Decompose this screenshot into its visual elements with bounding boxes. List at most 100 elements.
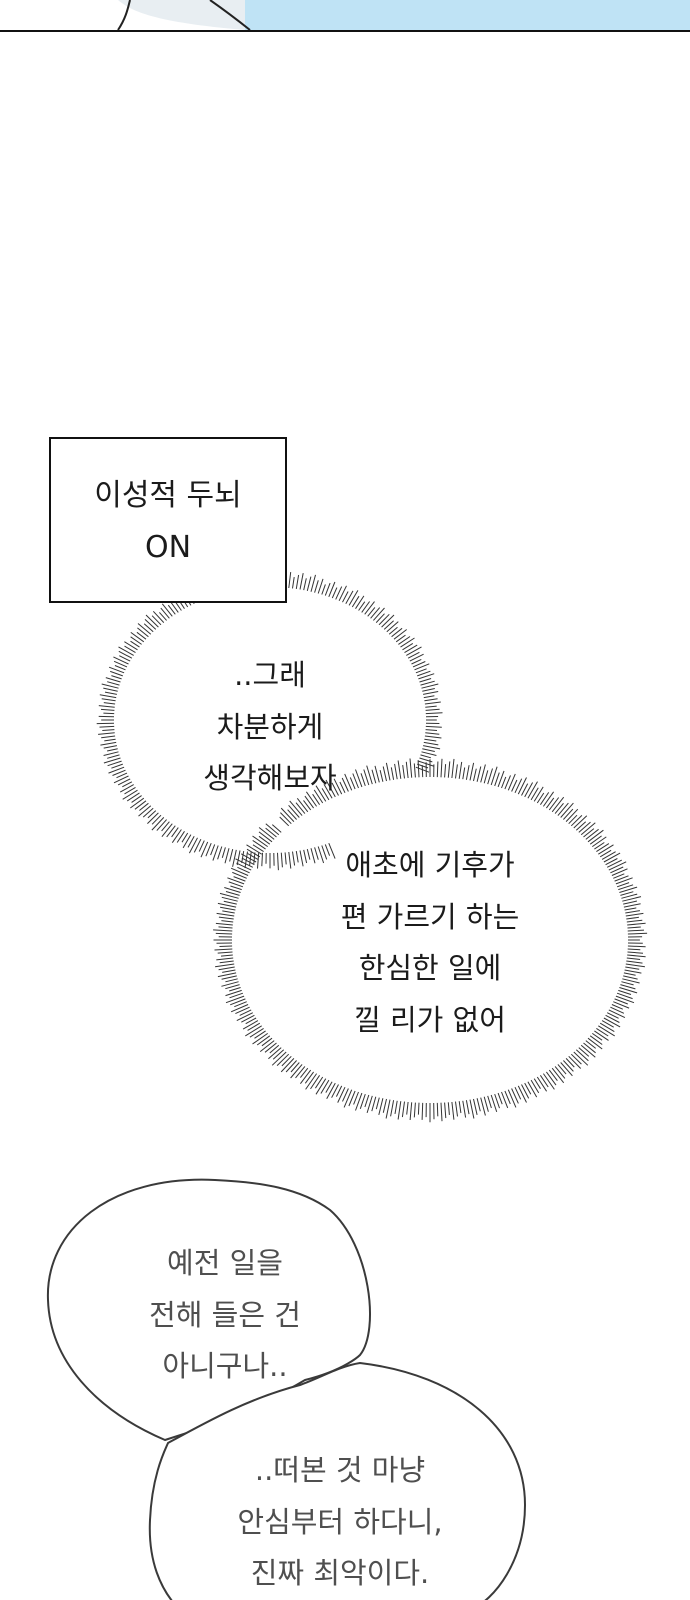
- hatch-stroke: [554, 802, 564, 814]
- hatch-stroke: [440, 1102, 443, 1122]
- hatch-stroke: [366, 1095, 373, 1114]
- hatch-stroke: [585, 828, 599, 840]
- hatch-stroke: [360, 773, 366, 787]
- thought-line: ..그래: [234, 658, 306, 692]
- hatch-stroke: [619, 886, 638, 893]
- hatch-stroke: [147, 810, 157, 819]
- hatch-stroke: [239, 1009, 252, 1016]
- hatch-stroke: [252, 1032, 268, 1045]
- hatch-stroke: [317, 846, 325, 864]
- hatch-stroke: [557, 802, 569, 816]
- hatch-stroke: [245, 1025, 262, 1037]
- hatch-stroke: [215, 932, 233, 935]
- hatch-stroke: [616, 992, 633, 1000]
- hatch-stroke: [139, 802, 149, 811]
- narration-text: 이성적 두뇌 ON: [49, 470, 287, 573]
- hatch-stroke: [570, 1053, 582, 1065]
- hatch-stroke: [292, 851, 296, 866]
- hatch-stroke: [625, 966, 640, 970]
- hatch-stroke: [575, 821, 587, 831]
- hatch-stroke: [626, 957, 641, 960]
- hatch-stroke: [451, 758, 455, 779]
- hatch-stroke: [626, 919, 643, 923]
- hatch-stroke: [254, 1030, 266, 1039]
- speech-line: 예전 일을: [167, 1246, 283, 1280]
- hatch-stroke: [225, 989, 242, 997]
- hatch-stroke: [530, 787, 539, 801]
- hatch-stroke: [280, 812, 292, 825]
- hatch-stroke: [304, 795, 315, 809]
- hatch-stroke: [328, 843, 336, 859]
- hatch-stroke: [611, 1004, 623, 1010]
- hatch-stroke: [436, 1102, 439, 1117]
- hatch-stroke: [303, 578, 307, 591]
- hatch-stroke: [603, 1017, 621, 1028]
- hatch-stroke: [420, 680, 435, 686]
- hatch-stroke: [321, 845, 328, 860]
- hatch-stroke: [422, 688, 435, 692]
- hatch-stroke: [134, 800, 147, 810]
- hatch-stroke: [364, 1094, 370, 1108]
- hatch-stroke: [325, 1081, 333, 1093]
- hatch-stroke: [476, 766, 482, 782]
- hatch-stroke: [227, 877, 245, 885]
- hatch-stroke: [391, 627, 403, 638]
- hatch-stroke: [213, 929, 233, 932]
- hatch-stroke: [589, 835, 602, 845]
- hatch-stroke: [111, 763, 123, 769]
- hatch-stroke: [497, 770, 505, 788]
- hatch-stroke: [406, 1101, 409, 1115]
- hatch-stroke: [338, 585, 347, 602]
- hatch-stroke: [483, 770, 489, 784]
- hatch-stroke: [527, 781, 538, 799]
- hatch-stroke: [242, 1020, 259, 1030]
- hatch-stroke: [142, 807, 154, 818]
- hatch-stroke: [161, 823, 173, 838]
- hatch-stroke: [281, 1055, 292, 1067]
- hatch-stroke: [545, 1071, 557, 1086]
- hatch-stroke: [217, 972, 237, 978]
- hatch-stroke: [374, 765, 380, 783]
- hatch-stroke: [235, 1006, 250, 1015]
- hatch-stroke: [610, 866, 624, 874]
- hatch-stroke: [580, 822, 596, 836]
- hatch-stroke: [614, 998, 628, 1005]
- hatch-stroke: [394, 763, 398, 780]
- hatch-stroke: [130, 631, 145, 643]
- hatch-stroke: [622, 978, 640, 984]
- hatch-stroke: [193, 838, 202, 853]
- hatch-stroke: [300, 1069, 312, 1085]
- hatch-stroke: [420, 754, 432, 759]
- hatch-stroke: [188, 837, 198, 854]
- hatch-stroke: [397, 760, 402, 779]
- hatch-stroke: [119, 655, 131, 662]
- hatch-stroke: [419, 678, 432, 683]
- thought-bubble-1-text: ..그래 차분하게 생각해보자: [155, 650, 385, 805]
- hatch-stroke: [287, 809, 297, 820]
- hatch-stroke: [225, 978, 238, 983]
- speech-line: 전해 들은 건: [149, 1297, 301, 1332]
- speech-bubble-2-text: ..떠본 것 마냥 안심부터 하다니, 진짜 최악이다.: [190, 1445, 490, 1600]
- hatch-stroke: [621, 893, 638, 899]
- hatch-stroke: [271, 824, 282, 833]
- hatch-stroke: [409, 1102, 413, 1121]
- hatch-stroke: [331, 1084, 339, 1098]
- hatch-stroke: [216, 912, 235, 917]
- hatch-stroke: [349, 777, 356, 790]
- hatch-stroke: [342, 591, 349, 603]
- hatch-stroke: [412, 661, 426, 668]
- hatch-stroke: [228, 881, 244, 888]
- hatch-stroke: [205, 843, 212, 857]
- hatch-stroke: [122, 789, 138, 800]
- hatch-stroke: [615, 877, 633, 885]
- hatch-stroke: [624, 969, 642, 974]
- hatch-stroke: [304, 1071, 315, 1084]
- hatch-stroke: [575, 1049, 589, 1062]
- hatch-stroke: [161, 603, 173, 617]
- hatch-stroke: [608, 1009, 626, 1019]
- hatch-stroke: [151, 814, 162, 825]
- hatch-stroke: [342, 1088, 349, 1102]
- hatch-stroke: [276, 1053, 290, 1066]
- hatch-stroke: [455, 764, 458, 779]
- hatch-stroke: [221, 920, 234, 923]
